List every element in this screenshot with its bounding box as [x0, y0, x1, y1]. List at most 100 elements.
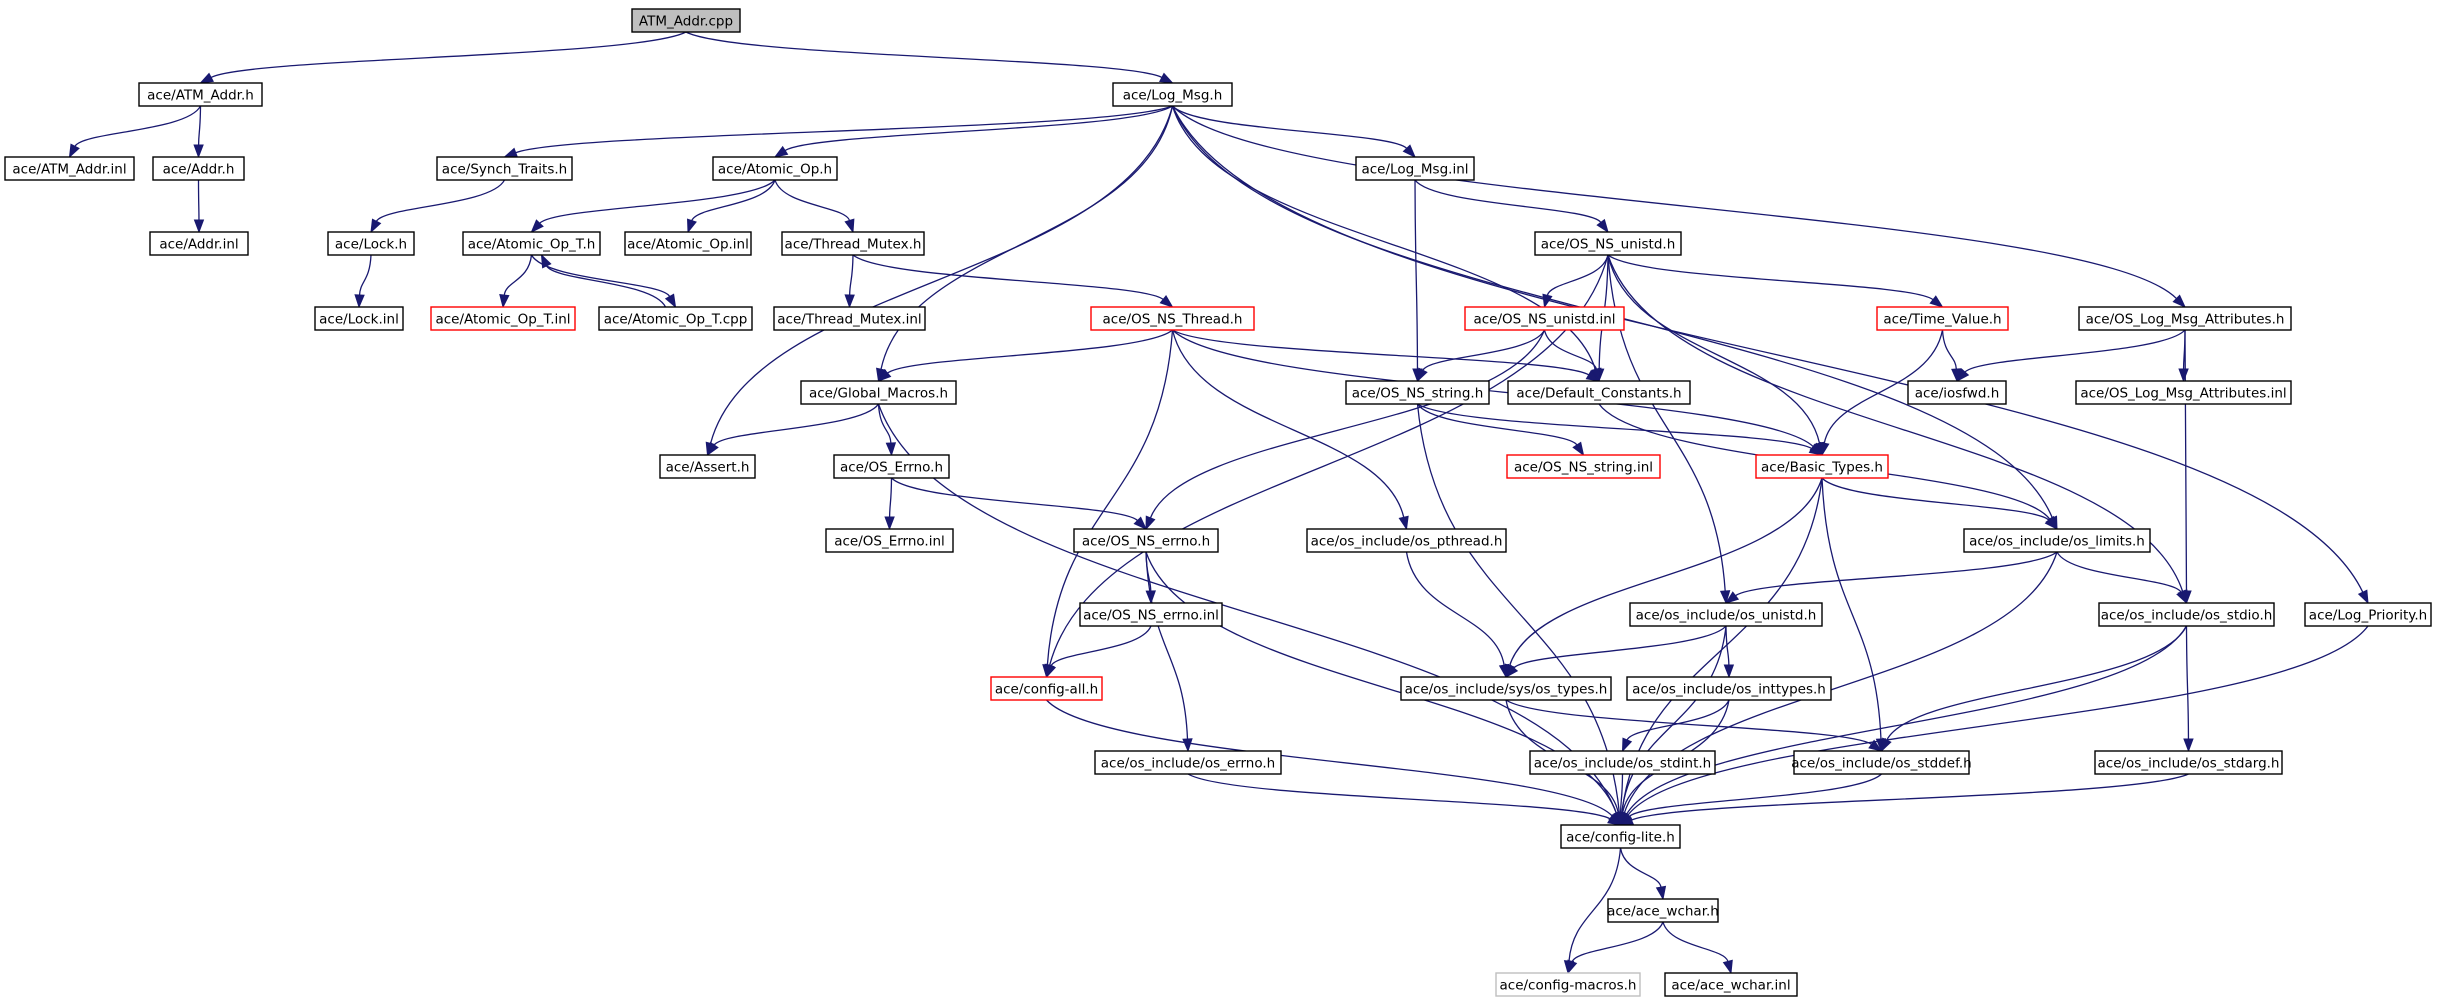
node-os-inttypes-h[interactable]: ace/os_include/os_inttypes.h	[1626, 676, 1832, 701]
node-log-msg-h[interactable]: ace/Log_Msg.h	[1112, 82, 1233, 107]
node-os-stdint-h[interactable]: ace/os_include/os_stdint.h	[1529, 750, 1716, 775]
node-os-errno-inl[interactable]: ace/OS_Errno.inl	[825, 528, 954, 553]
edge-line	[1171, 105, 2364, 593]
edge-line	[1172, 329, 1590, 376]
edge-arrowhead	[664, 293, 677, 309]
edge-os_ns_unistd_inl-to-default_constants_h	[1543, 329, 1602, 383]
node-atomic-op-t-h[interactable]: ace/Atomic_Op_T.h	[462, 231, 601, 256]
node-atm-addr-inl[interactable]: ace/ATM_Addr.inl	[4, 156, 135, 181]
node-atomic-op-t-inl[interactable]: ace/Atomic_Op_T.inl	[430, 306, 576, 331]
edge-log_msg_h-to-log_msg_inl	[1172, 105, 1416, 159]
node-os-errno-inc-h[interactable]: ace/os_include/os_errno.h	[1094, 750, 1282, 775]
node-os-stdio-h[interactable]: ace/os_include/os_stdio.h	[2098, 602, 2275, 627]
node-os-ns-unistd-inl[interactable]: ace/OS_NS_unistd.inl	[1464, 306, 1625, 331]
node-label: ace/Time_Value.h	[1883, 312, 2001, 328]
edge-line	[1571, 921, 1664, 963]
edge-line	[2184, 329, 2188, 592]
node-box	[4, 156, 135, 181]
edge-line	[1631, 773, 2189, 821]
node-os-ns-string-inl[interactable]: ace/OS_NS_string.inl	[1506, 454, 1661, 479]
edge-os_ns_unistd_inl-to-os_ns_string_h	[1416, 329, 1546, 383]
edge-line	[1627, 625, 2369, 816]
node-log-priority-h[interactable]: ace/Log_Priority.h	[2304, 602, 2432, 627]
node-box	[1507, 380, 1691, 405]
edge-line	[1725, 625, 1730, 666]
node-sys-os-types-h[interactable]: ace/os_include/sys/os_types.h	[1400, 676, 1612, 701]
edge-arrowhead	[503, 147, 519, 158]
edge-arrowhead	[370, 218, 382, 234]
edge-arrowhead	[1585, 370, 1601, 382]
node-label: ace/os_include/os_stddef.h	[1791, 756, 1971, 772]
edge-os_errno_h-to-os_ns_errno_h	[891, 477, 1148, 531]
node-os-errno-h[interactable]: ace/OS_Errno.h	[833, 454, 950, 479]
node-global-macros-h[interactable]: ace/Global_Macros.h	[800, 380, 957, 405]
edge-arrowhead	[2178, 368, 2189, 383]
node-atomic-op-t-cpp[interactable]: ace/Atomic_Op_T.cpp	[598, 306, 753, 331]
edge-os_ns_thread_h-to-os_pthread_h	[1171, 329, 1409, 531]
node-box	[1506, 454, 1661, 479]
node-default-constants-h[interactable]: ace/Default_Constants.h	[1507, 380, 1691, 405]
node-addr-h[interactable]: ace/Addr.h	[152, 156, 245, 181]
edge-line	[1823, 329, 1944, 444]
node-os-ns-string-h[interactable]: ace/OS_NS_string.h	[1345, 380, 1490, 405]
edge-line	[877, 403, 1618, 814]
node-ace-wchar-inl[interactable]: ace/ace_wchar.inl	[1664, 972, 1798, 997]
node-os-ns-unistd-h[interactable]: ace/OS_NS_unistd.h	[1534, 231, 1682, 256]
edge-line	[1172, 105, 1408, 149]
node-thread-mutex-h[interactable]: ace/Thread_Mutex.h	[781, 231, 925, 256]
node-box	[1400, 676, 1612, 701]
node-os-ns-errno-h[interactable]: ace/OS_NS_errno.h	[1073, 528, 1219, 553]
node-os-pthread-h[interactable]: ace/os_include/os_pthread.h	[1306, 528, 1507, 553]
node-config-macros-h[interactable]: ace/config-macros.h	[1495, 972, 1641, 997]
node-box	[1355, 156, 1475, 181]
node-os-log-msg-attr-h[interactable]: ace/OS_Log_Msg_Attributes.h	[2078, 306, 2292, 331]
node-os-ns-errno-inl[interactable]: ace/OS_NS_errno.inl	[1079, 602, 1223, 627]
node-os-stdarg-h[interactable]: ace/os_include/os_stdarg.h	[2094, 750, 2283, 775]
node-box	[1626, 676, 1832, 701]
node-os-stddef-h[interactable]: ace/os_include/os_stddef.h	[1791, 750, 1972, 775]
edge-line	[1509, 477, 1823, 666]
node-config-all-h[interactable]: ace/config-all.h	[990, 676, 1103, 701]
node-os-unistd-h[interactable]: ace/os_include/os_unistd.h	[1629, 602, 1823, 627]
node-config-lite-h[interactable]: ace/config-lite.h	[1560, 824, 1681, 849]
edge-arrowhead	[1416, 367, 1428, 383]
node-os-limits-h[interactable]: ace/os_include/os_limits.h	[1963, 528, 2151, 553]
node-atomic-op-inl[interactable]: ace/Atomic_Op.inl	[624, 231, 752, 256]
node-addr-inl[interactable]: ace/Addr.inl	[149, 231, 249, 256]
edge-os_unistd_h-to-os_inttypes_h	[1723, 625, 1735, 679]
node-box	[631, 8, 741, 33]
edge-line	[1050, 625, 1152, 667]
node-atm-addr-h[interactable]: ace/ATM_Addr.h	[138, 82, 263, 107]
node-box	[990, 676, 1103, 701]
edge-time_value_h-to-basic_types_h	[1819, 329, 1944, 457]
node-log-msg-inl[interactable]: ace/Log_Msg.inl	[1355, 156, 1475, 181]
node-atomic-op-h[interactable]: ace/Atomic_Op.h	[712, 156, 838, 181]
node-label: ace/Basic_Types.h	[1761, 460, 1883, 476]
edge-os_ns_string_h-to-basic_types_h	[1417, 403, 1824, 456]
node-box	[2094, 750, 2283, 775]
node-os-log-msg-attr-inl[interactable]: ace/OS_Log_Msg_Attributes.inl	[2075, 380, 2292, 405]
node-synch-traits-h[interactable]: ace/Synch_Traits.h	[436, 156, 573, 181]
node-assert-h[interactable]: ace/Assert.h	[659, 454, 756, 479]
edge-arrowhead	[540, 253, 552, 269]
edge-line	[1735, 551, 2058, 597]
edge-os_pthread_h-to-sys_os_types_h	[1405, 551, 1510, 679]
edge-thread_mutex_h-to-os_ns_thread_h	[852, 254, 1174, 308]
node-box	[462, 231, 601, 256]
node-basic-types-h[interactable]: ace/Basic_Types.h	[1755, 454, 1889, 479]
node-box	[1495, 972, 1641, 997]
node-ace-wchar-h[interactable]: ace/ace_wchar.h	[1607, 898, 1719, 923]
node-time-value-h[interactable]: ace/Time_Value.h	[1876, 306, 2009, 331]
node-lock-inl[interactable]: ace/Lock.inl	[314, 306, 404, 331]
node-label: ace/OS_Log_Msg_Attributes.h	[2086, 312, 2285, 328]
edge-line	[1886, 625, 2188, 741]
node-os-ns-thread-h[interactable]: ace/OS_NS_Thread.h	[1090, 306, 1255, 331]
node-box	[1664, 972, 1798, 997]
edge-line	[849, 254, 854, 296]
node-thread-mutex-inl[interactable]: ace/Thread_Mutex.inl	[773, 306, 926, 331]
node-atm-addr-cpp[interactable]: ATM_Addr.cpp	[631, 8, 741, 33]
node-iosfwd-h[interactable]: ace/iosfwd.h	[1907, 380, 2007, 405]
node-lock-h[interactable]: ace/Lock.h	[327, 231, 415, 256]
edge-arrowhead	[1596, 218, 1609, 234]
